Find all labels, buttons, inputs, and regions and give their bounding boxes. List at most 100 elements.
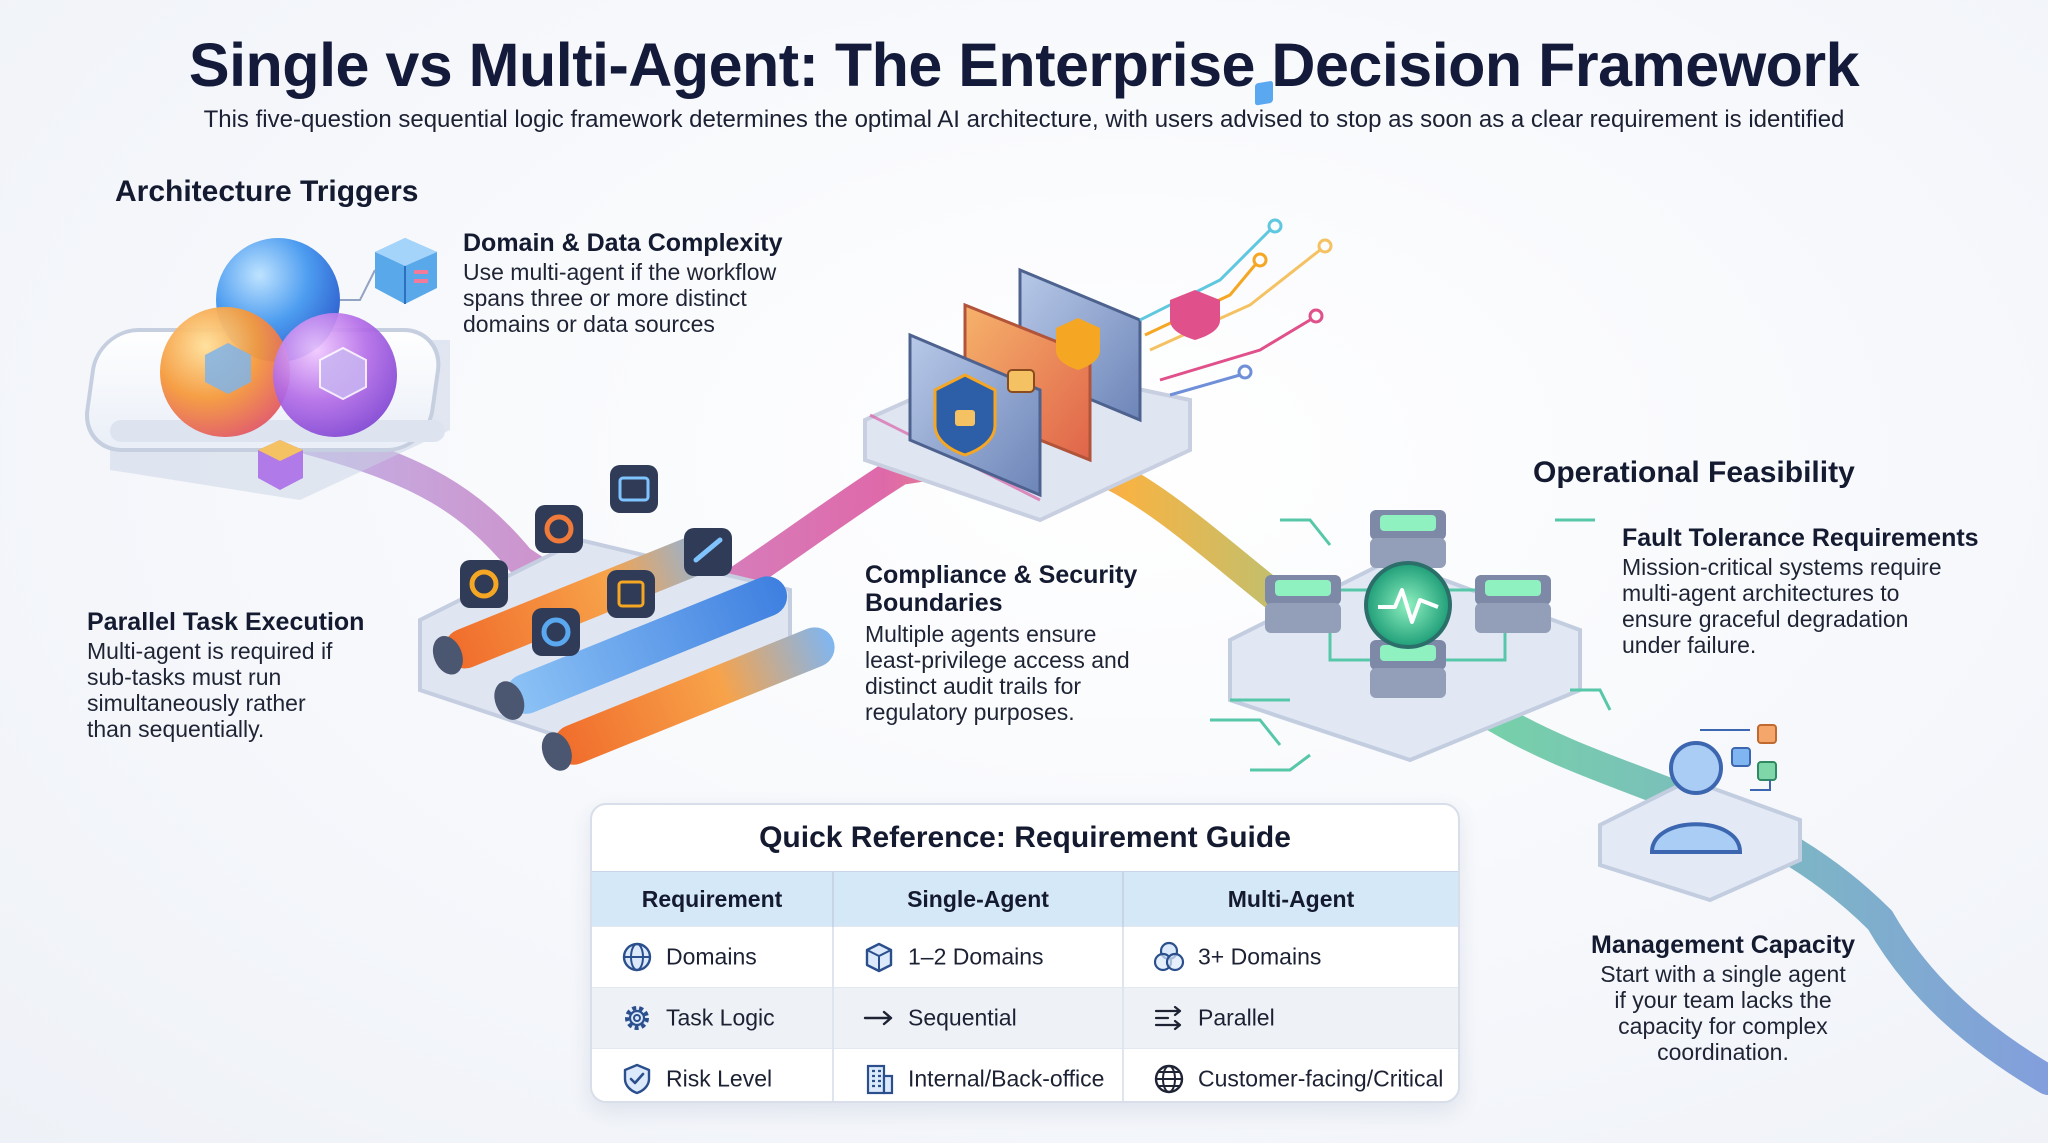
body-line: Multi-agent is required if [87,638,333,664]
column-header-single-agent: Single-Agent [833,871,1124,927]
parallel-execution-illustration [418,465,835,771]
domain-complexity-illustration [84,238,450,500]
single-agent-cell: 1–2 Domains [833,926,1124,988]
body-line: ensure graceful degradation [1622,606,1909,632]
fault-tolerance-body: Mission-critical systems require multi-a… [1622,554,1979,658]
table-row: Domains 1–2 Domains 3+ Domains [592,926,1458,988]
shield-check-icon [1056,318,1100,370]
body-line: distinct audit trails for [865,673,1082,699]
column-header-multi-agent: Multi-Agent [1123,871,1458,927]
tool-icon [684,528,732,576]
compliance-security-title: Compliance & Security Boundaries [865,561,1137,617]
page-subtitle: This five-question sequential logic fram… [203,106,1845,133]
flow-path [295,425,2048,1095]
parallel-execution-card: Parallel Task Execution Multi-agent is r… [87,608,364,742]
fault-tolerance-title: Fault Tolerance Requirements [1622,524,1979,552]
body-line: sub-tasks must run [87,664,282,690]
lock-icon [1007,369,1035,393]
body-line: if your team lacks the [1614,987,1832,1013]
body-line: capacity for complex [1618,1013,1828,1039]
multi-agent-label: 3+ Domains [1198,943,1322,970]
body-line: domains or data sources [463,311,715,337]
requirement-label: Task Logic [666,1004,775,1031]
table-header-row: Requirement Single-Agent Multi-Agent [592,871,1458,927]
requirement-cell: Domains [592,926,834,988]
parallel-execution-title: Parallel Task Execution [87,608,365,636]
shield-check-icon [620,1062,654,1096]
body-line: regulatory purposes. [865,699,1075,725]
body-line: Use multi-agent if the workflow [463,259,777,285]
multi-agent-cell: 3+ Domains [1123,926,1458,988]
multi-agent-cell: Customer-facing/Critical [1123,1048,1458,1101]
table-row: Risk Level Internal/Back-office Customer… [592,1048,1458,1101]
body-line: Start with a single agent [1600,961,1846,987]
single-agent-label: Sequential [908,1004,1017,1031]
gear-icon [460,560,508,608]
gear-icon [532,608,580,656]
parallel-execution-body: Multi-agent is required if sub-tasks mus… [87,638,364,742]
body-line: least-privilege access and [865,647,1130,673]
single-agent-label: Internal/Back-office [908,1065,1105,1092]
body-line: simultaneously rather [87,690,306,716]
gear-icon [620,1001,654,1035]
domain-complexity-title: Domain & Data Complexity [463,229,783,257]
server-cluster-icon [1265,510,1551,698]
page-title: Single vs Multi-Agent: The Enterprise De… [188,31,1860,99]
multi-agent-label: Parallel [1198,1004,1275,1031]
domain-complexity-body: Use multi-agent if the workflow spans th… [463,259,783,337]
cube-icon [862,940,896,974]
circuit-lines [1139,218,1333,397]
title-line: Boundaries [865,589,1003,617]
circuit-lines [1210,518,1612,772]
table-row: Task Logic Sequential Parallel [592,987,1458,1049]
body-line: spans three or more distinct [463,285,747,311]
heartbeat-icon [1364,561,1452,649]
body-line: multi-agent architectures to [1622,580,1900,606]
gear-icon [535,505,583,553]
section-heading-architecture-triggers: Architecture Triggers [115,175,419,208]
management-capacity-illustration [1598,724,1802,903]
shield-lock-icon [933,373,997,457]
management-capacity-title: Management Capacity [1591,931,1855,959]
title-line: Compliance & Security [865,561,1138,589]
requirement-label: Risk Level [666,1065,773,1092]
fault-tolerance-card: Fault Tolerance Requirements Mission-cri… [1622,524,1979,658]
requirement-guide-table: Requirement Single-Agent Multi-Agent Dom… [592,871,1458,1101]
user-icon [1649,741,1743,854]
building-icon [862,1062,896,1096]
compliance-security-card: Compliance & Security Boundaries Multipl… [865,561,1137,725]
requirement-cell: Risk Level [592,1048,834,1101]
body-line: coordination. [1657,1039,1789,1065]
requirement-label: Domains [666,943,757,970]
management-capacity-body: Start with a single agent if your team l… [1560,961,1886,1065]
management-capacity-card: Management Capacity Start with a single … [1560,931,1886,1065]
compliance-security-body: Multiple agents ensure least-privilege a… [865,621,1137,725]
single-agent-label: 1–2 Domains [908,943,1044,970]
arrow-right-icon [862,1001,896,1035]
chip-icon [607,570,655,618]
quick-reference-title: Quick Reference: Requirement Guide [759,821,1291,854]
org-chart-icon [1700,724,1777,791]
body-line: Multiple agents ensure [865,621,1097,647]
parallel-arrows-icon [1152,1001,1186,1035]
code-icon [610,465,658,513]
body-line: under failure. [1622,632,1757,658]
section-heading-operational-feasibility: Operational Feasibility [1533,456,1855,489]
body-line: than sequentially. [87,716,265,742]
sphere-icon [620,940,654,974]
compliance-security-illustration [863,81,1333,523]
multi-agent-label: Customer-facing/Critical [1198,1065,1444,1092]
multi-agent-cell: Parallel [1123,987,1458,1049]
body-line: Mission-critical systems require [1622,554,1942,580]
domain-complexity-card: Domain & Data Complexity Use multi-agent… [463,229,783,337]
single-agent-cell: Internal/Back-office [833,1048,1124,1101]
fault-tolerance-illustration [1210,510,1612,772]
column-header-requirement: Requirement [592,871,834,927]
single-agent-cell: Sequential [833,987,1124,1049]
quick-reference-table: Quick Reference: Requirement Guide Requi… [590,803,1460,1103]
cube-icon [258,440,303,490]
spheres-icon [1152,940,1186,974]
cube-icon [375,238,437,304]
globe-icon [1152,1062,1186,1096]
